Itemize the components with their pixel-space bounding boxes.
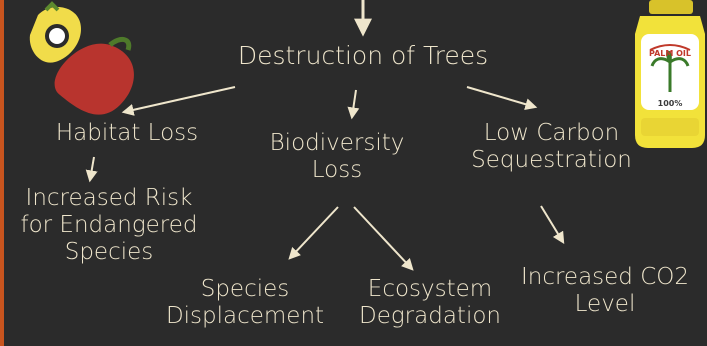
node-habitat-loss: Habitat Loss: [55, 120, 199, 146]
node-co2-line2: Level: [574, 291, 636, 318]
node-degradation-line1: Ecosystem: [367, 276, 493, 302]
palm-oil-bottle-illustration: [635, 0, 705, 148]
node-low-carbon-sequestration: Low Carbon Sequestration: [444, 120, 659, 174]
node-low-carbon-line1: Low Carbon: [483, 120, 620, 146]
left-accent-edge: [0, 0, 4, 346]
node-low-carbon-line2: Sequestration: [471, 147, 632, 174]
node-displacement-line1: Species: [200, 276, 290, 302]
node-increased-co2-level: Increased CO2 Level: [505, 264, 705, 318]
node-degradation-line2: Degradation: [359, 303, 501, 330]
node-displacement-line2: Displacement: [165, 303, 325, 330]
title-destruction-of-trees: Destruction of Trees: [237, 41, 489, 70]
arrow-biodiversity-to-degradation: [353, 206, 414, 271]
node-endangered-line1: Increased Risk: [25, 185, 193, 211]
bottle-label: PALM OIL: [649, 49, 691, 58]
arrow-carbon-to-co2: [540, 205, 565, 245]
arrow-title-to-biodiversity: [347, 89, 360, 120]
palm-fruit-illustration: [29, 1, 134, 115]
arrow-biodiversity-to-displacement: [288, 206, 339, 260]
arrow-habitat-to-endangered: [85, 156, 98, 183]
node-endangered-line2: for Endangered: [20, 212, 198, 239]
node-biodiversity-loss: Biodiversity Loss: [252, 130, 422, 184]
node-co2-line1: Increased CO2: [520, 264, 690, 290]
arrow-title-to-habitat: [121, 86, 236, 116]
bottle-percent: 100%: [658, 99, 683, 108]
node-ecosystem-degradation: Ecosystem Degradation: [340, 276, 520, 330]
node-species-displacement: Species Displacement: [150, 276, 340, 330]
arrow-title-to-carbon: [466, 86, 538, 111]
node-biodiversity-loss-line2: Loss: [311, 157, 363, 184]
node-biodiversity-loss-line1: Biodiversity: [269, 130, 405, 156]
node-endangered-line3: Species: [64, 239, 154, 266]
node-endangered-species: Increased Risk for Endangered Species: [0, 185, 218, 266]
